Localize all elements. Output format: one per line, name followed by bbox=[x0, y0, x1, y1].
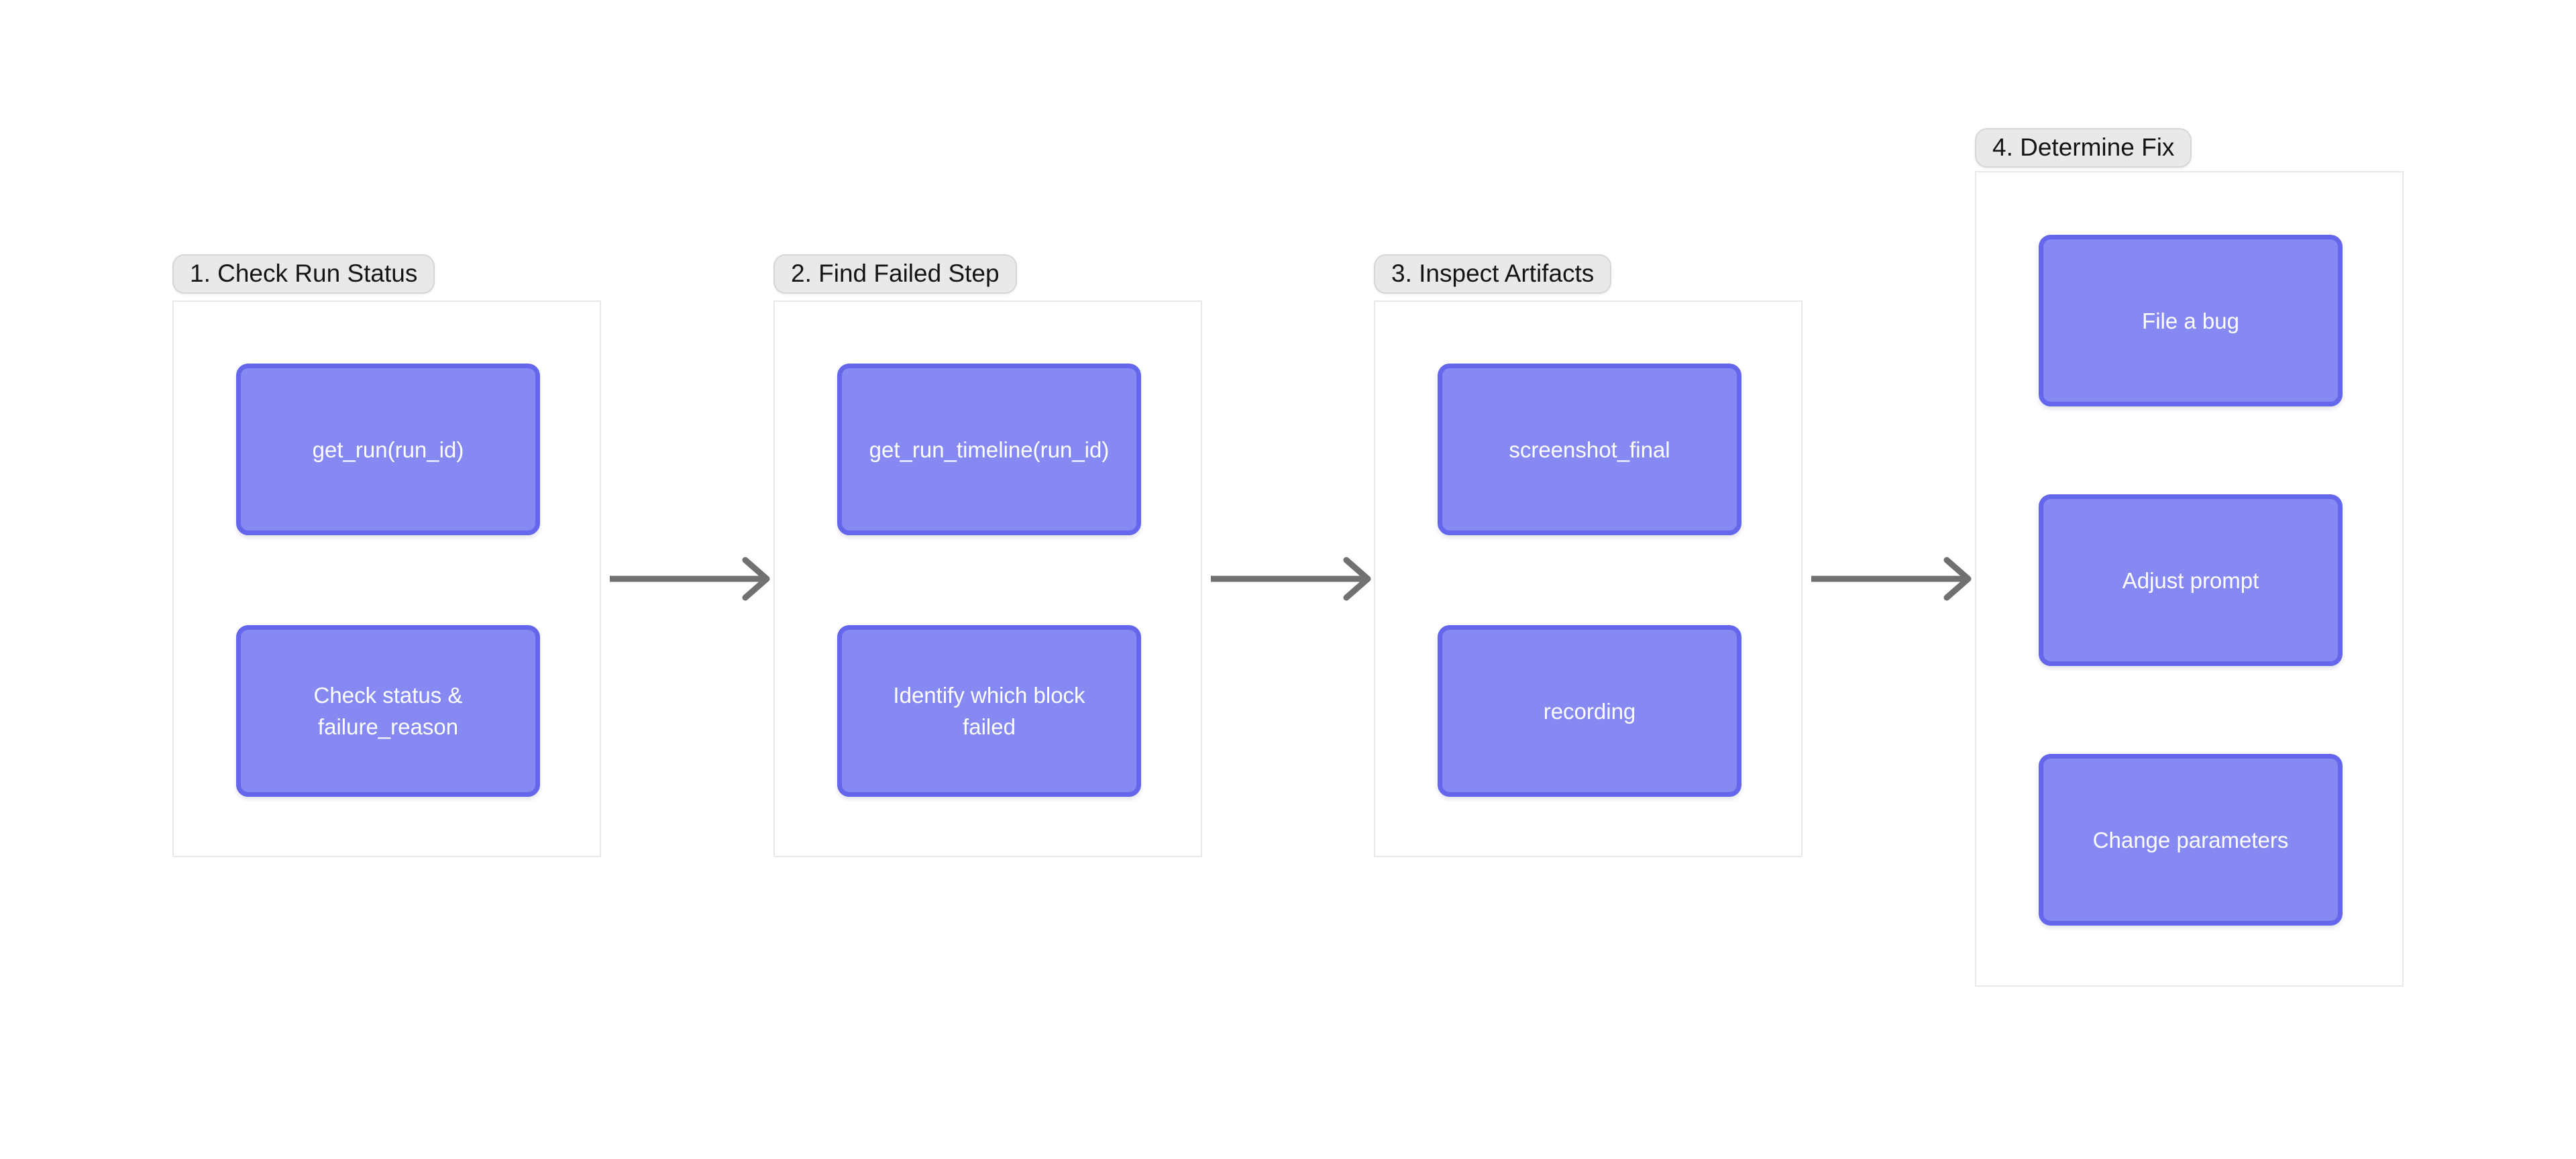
node-file-a-bug[interactable]: File a bug bbox=[2039, 235, 2343, 406]
group-label-find-failed-step[interactable]: 2. Find Failed Step bbox=[773, 254, 1017, 294]
group-label-determine-fix[interactable]: 4. Determine Fix bbox=[1975, 128, 2192, 168]
group-label-inspect-artifacts[interactable]: 3. Inspect Artifacts bbox=[1374, 254, 1612, 294]
node-change-parameters-label: Change parameters bbox=[2092, 827, 2289, 852]
node-get-run-timeline[interactable]: get_run_timeline(run_id) bbox=[837, 364, 1141, 535]
arrow-inspect-artifacts-to-determine-fix[interactable] bbox=[1811, 553, 1972, 604]
group-frame-determine-fix[interactable]: File a bug Adjust prompt Change paramete… bbox=[1975, 171, 2404, 987]
group-label-check-run-status[interactable]: 1. Check Run Status bbox=[172, 254, 435, 294]
node-get-run[interactable]: get_run(run_id) bbox=[236, 364, 540, 535]
arrow-find-failed-step-to-inspect-artifacts[interactable] bbox=[1210, 553, 1371, 604]
node-check-status-failure-reason-label: Check status & failure_reason bbox=[313, 683, 463, 739]
group-frame-find-failed-step[interactable]: get_run_timeline(run_id) Identify which … bbox=[773, 300, 1202, 857]
arrow-check-run-status-to-find-failed-step[interactable] bbox=[609, 553, 770, 604]
node-get-run-timeline-label: get_run_timeline(run_id) bbox=[869, 437, 1110, 462]
node-recording[interactable]: recording bbox=[1438, 625, 1741, 797]
node-identify-which-block-failed[interactable]: Identify which block failed bbox=[837, 625, 1141, 797]
node-file-a-bug-label: File a bug bbox=[2142, 308, 2239, 333]
node-change-parameters[interactable]: Change parameters bbox=[2039, 754, 2343, 926]
node-adjust-prompt[interactable]: Adjust prompt bbox=[2039, 494, 2343, 666]
node-screenshot-final[interactable]: screenshot_final bbox=[1438, 364, 1741, 535]
node-identify-which-block-failed-label: Identify which block failed bbox=[893, 683, 1085, 739]
node-check-status-failure-reason[interactable]: Check status & failure_reason bbox=[236, 625, 540, 797]
node-adjust-prompt-label: Adjust prompt bbox=[2122, 567, 2259, 593]
group-frame-check-run-status[interactable]: get_run(run_id) Check status & failure_r… bbox=[172, 300, 601, 857]
node-get-run-label: get_run(run_id) bbox=[312, 437, 464, 462]
node-screenshot-final-label: screenshot_final bbox=[1509, 437, 1670, 462]
node-recording-label: recording bbox=[1543, 698, 1636, 724]
group-frame-inspect-artifacts[interactable]: screenshot_final recording bbox=[1374, 300, 1803, 857]
